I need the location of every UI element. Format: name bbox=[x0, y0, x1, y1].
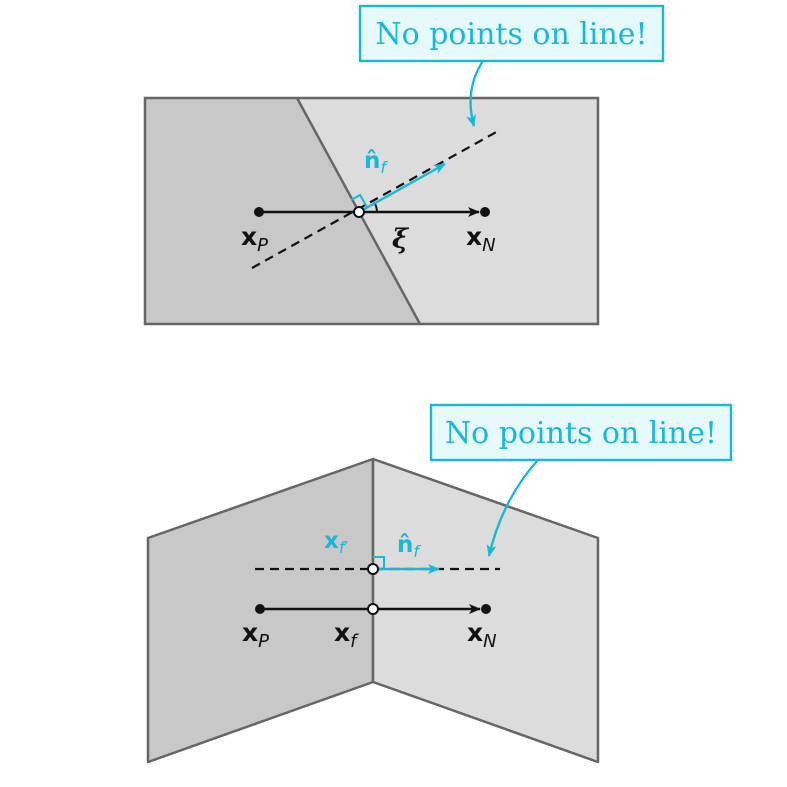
top-normal-arrow bbox=[358, 162, 446, 214]
top-point-p bbox=[254, 207, 264, 217]
bottom-xfprime-label: xf′ bbox=[324, 528, 348, 557]
bottom-point-n bbox=[481, 604, 491, 614]
top-point-n bbox=[480, 207, 490, 217]
bottom-point-fprime bbox=[367, 563, 379, 575]
bottom-xp-label: xP bbox=[242, 618, 269, 652]
bottom-callout-leader bbox=[486, 459, 539, 557]
top-cell-border bbox=[143, 96, 600, 326]
top-xp-label: xP bbox=[241, 222, 268, 256]
bottom-diagram: xf′ n̂f xP xf xN No points on line! bbox=[146, 403, 733, 764]
top-normal-label: n̂f bbox=[364, 148, 388, 177]
bottom-right-angle-marker bbox=[373, 556, 385, 569]
top-plane-line bbox=[251, 129, 501, 269]
bottom-normal-label: n̂f bbox=[397, 532, 421, 561]
top-callout-leader bbox=[466, 60, 485, 127]
top-right-angle-marker bbox=[350, 193, 368, 208]
bottom-callout-text: No points on line! bbox=[445, 416, 717, 451]
top-xn-label: xN bbox=[466, 222, 496, 256]
top-diagram: n̂f xP xN ξ No points on line! bbox=[143, 4, 665, 326]
top-callout-box bbox=[358, 4, 665, 63]
bottom-point-p bbox=[255, 604, 265, 614]
top-callout-text: No points on line! bbox=[375, 17, 647, 52]
bottom-callout-box bbox=[429, 403, 733, 462]
top-xi-label: ξ bbox=[392, 224, 410, 255]
top-face-intersection-point bbox=[353, 206, 365, 218]
bottom-xn-label: xN bbox=[467, 618, 497, 652]
bottom-xf-label: xf bbox=[334, 618, 359, 652]
bottom-point-f bbox=[367, 603, 379, 615]
